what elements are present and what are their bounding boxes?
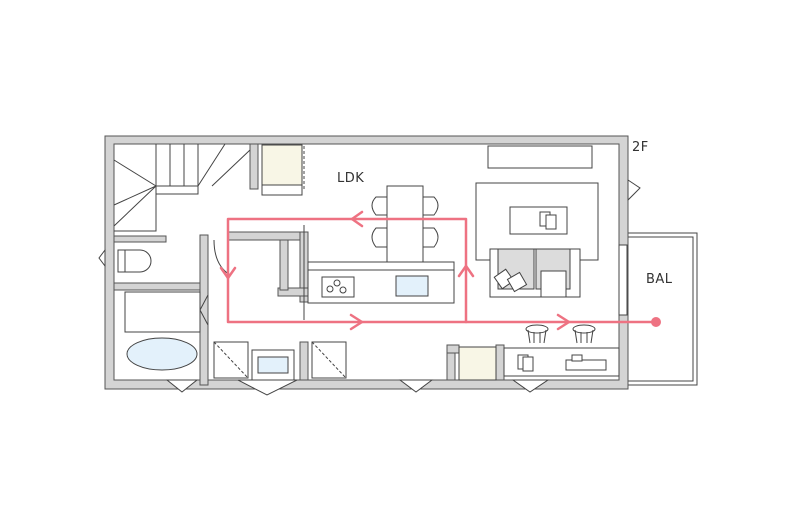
route-endpoint (651, 317, 661, 327)
bathtub (126, 337, 198, 371)
toilet (117, 249, 152, 273)
windows (98, 146, 641, 396)
floor-label: 2F (632, 140, 649, 155)
study-counter (458, 324, 620, 381)
washroom (213, 341, 347, 381)
circulation-route (219, 210, 661, 331)
living-area (475, 145, 599, 298)
closet-top (261, 144, 303, 186)
staircase (113, 143, 251, 232)
balcony (623, 232, 698, 386)
dining-table (371, 185, 439, 263)
room-label-ldk: LDK (337, 171, 365, 186)
stool (572, 324, 596, 334)
room-label-balcony: BAL (646, 272, 673, 287)
tv-board (487, 145, 593, 169)
kitchen-sink (395, 275, 429, 297)
coffee-table (509, 206, 568, 235)
stool (525, 324, 549, 334)
bathroom (124, 291, 201, 371)
kitchen (307, 261, 455, 304)
closet-shelf (261, 184, 303, 196)
exterior-walls (104, 135, 629, 390)
wash-basin (257, 356, 289, 374)
